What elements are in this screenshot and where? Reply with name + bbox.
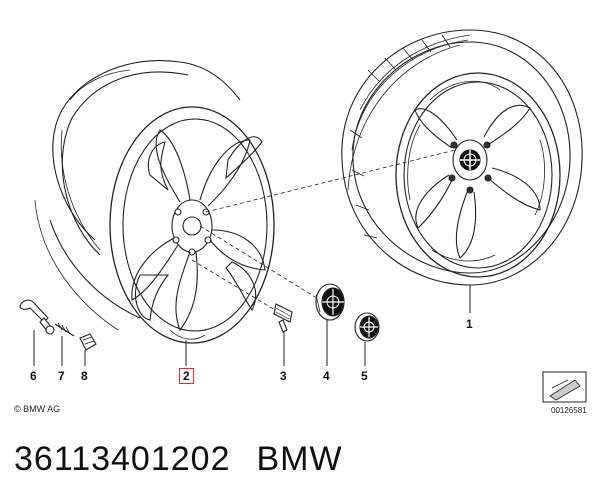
callout-3: 3 [280,369,287,383]
light-alloy-rim [34,60,275,344]
reference-logo [542,371,587,403]
callout-4: 4 [323,369,330,383]
brand-name: BMW [256,440,343,478]
diagram-reference-number: 00126581 [551,406,587,415]
valve-insert [54,322,75,337]
callout-5: 5 [361,369,368,383]
callout-8: 8 [81,369,88,383]
callout-7: 7 [58,369,65,383]
complete-wheel-with-tyre [341,29,583,286]
callout-2: 2 [179,368,194,384]
part-caption: 36113401202 BMW [14,440,369,479]
tyre-valve [19,299,55,335]
emblem [354,312,380,342]
valve-cap [79,333,97,351]
callout-6: 6 [30,369,37,383]
part-number: 36113401202 [14,440,231,478]
wheel-bolt [273,303,293,333]
hub-cap [315,283,345,321]
exploded-wheel-diagram [19,29,587,403]
callout-1: 1 [466,317,473,331]
copyright-notice: © BMW AG [14,404,61,414]
